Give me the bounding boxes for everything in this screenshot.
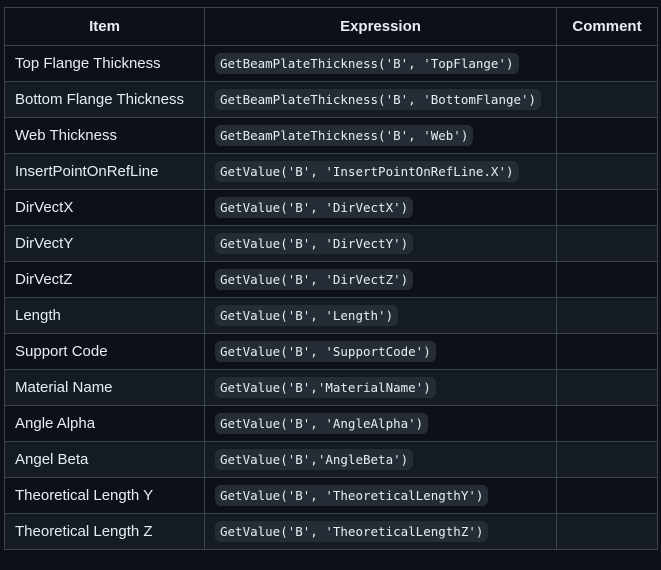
expression-code: GetValue('B', 'DirVectY') (215, 232, 414, 254)
comment-cell (556, 513, 658, 550)
expression-code: GetBeamPlateThickness('B', 'TopFlange') (215, 52, 519, 74)
comment-cell (556, 225, 658, 262)
comment-cell (556, 189, 658, 226)
table-row: Top Flange Thickness GetBeamPlateThicknes… (4, 45, 658, 82)
item-cell: Angle Alpha (4, 405, 205, 442)
item-cell: Material Name (4, 369, 205, 406)
comment-cell (556, 117, 658, 154)
expression-code: GetBeamPlateThickness('B', 'Web') (215, 124, 474, 146)
expression-cell: GetBeamPlateThickness('B', 'TopFlange') (204, 45, 557, 82)
expression-code: GetValue('B', 'SupportCode') (215, 340, 436, 362)
table-header: Item Expression Comment (4, 7, 658, 46)
comment-cell (556, 441, 658, 478)
table-row: Material Name GetValue('B','MaterialName'… (4, 369, 658, 406)
expression-code: GetValue('B', 'TheoreticalLengthZ') (215, 520, 489, 542)
item-cell: Top Flange Thickness (4, 45, 205, 82)
header-item: Item (4, 7, 205, 46)
table-row: Angel Beta GetValue('B','AngleBeta') (4, 441, 658, 478)
item-cell: Bottom Flange Thickness (4, 81, 205, 118)
expression-cell: GetBeamPlateThickness('B', 'Web') (204, 117, 557, 154)
table-row: Length GetValue('B', 'Length') (4, 297, 658, 334)
header-comment: Comment (556, 7, 658, 46)
table-row: Bottom Flange Thickness GetBeamPlateThick… (4, 81, 658, 118)
table-row: Theoretical Length Z GetValue('B', 'Theor… (4, 513, 658, 550)
item-cell: Support Code (4, 333, 205, 370)
expression-code: GetBeamPlateThickness('B', 'BottomFlange… (215, 88, 542, 110)
comment-cell (556, 45, 658, 82)
comment-cell (556, 405, 658, 442)
item-cell: Theoretical Length Y (4, 477, 205, 514)
item-cell: DirVectY (4, 225, 205, 262)
expression-table: Item Expression Comment Top Flange Thick… (4, 7, 658, 550)
header-expression: Expression (204, 7, 557, 46)
expression-cell: GetValue('B', 'TheoreticalLengthY') (204, 477, 557, 514)
item-cell: Theoretical Length Z (4, 513, 205, 550)
comment-cell (556, 81, 658, 118)
table-row: DirVectZ GetValue('B', 'DirVectZ') (4, 261, 658, 298)
item-cell: Web Thickness (4, 117, 205, 154)
comment-cell (556, 297, 658, 334)
expression-code: GetValue('B','AngleBeta') (215, 448, 414, 470)
expression-cell: GetValue('B', 'InsertPointOnRefLine.X') (204, 153, 557, 190)
expression-code: GetValue('B', 'DirVectX') (215, 196, 414, 218)
comment-cell (556, 261, 658, 298)
table-row: DirVectY GetValue('B', 'DirVectY') (4, 225, 658, 262)
expression-cell: GetValue('B', 'DirVectX') (204, 189, 557, 226)
expression-cell: GetValue('B', 'Length') (204, 297, 557, 334)
expression-cell: GetValue('B', 'TheoreticalLengthZ') (204, 513, 557, 550)
expression-cell: GetValue('B', 'DirVectY') (204, 225, 557, 262)
table-row: InsertPointOnRefLine GetValue('B', 'Inser… (4, 153, 658, 190)
expression-code: GetValue('B', 'AngleAlpha') (215, 412, 429, 434)
item-cell: DirVectX (4, 189, 205, 226)
item-cell: Angel Beta (4, 441, 205, 478)
comment-cell (556, 333, 658, 370)
expression-code: GetValue('B', 'Length') (215, 304, 399, 326)
expression-cell: GetValue('B', 'DirVectZ') (204, 261, 557, 298)
expression-cell: GetValue('B','MaterialName') (204, 369, 557, 406)
expression-code: GetValue('B','MaterialName') (215, 376, 436, 398)
table-row: Support Code GetValue('B', 'SupportCode') (4, 333, 658, 370)
item-cell: DirVectZ (4, 261, 205, 298)
table-row: Angle Alpha GetValue('B', 'AngleAlpha') (4, 405, 658, 442)
expression-cell: GetValue('B', 'SupportCode') (204, 333, 557, 370)
table-row: DirVectX GetValue('B', 'DirVectX') (4, 189, 658, 226)
comment-cell (556, 369, 658, 406)
expression-code: GetValue('B', 'DirVectZ') (215, 268, 414, 290)
item-cell: Length (4, 297, 205, 334)
expression-cell: GetValue('B', 'AngleAlpha') (204, 405, 557, 442)
header-row: Item Expression Comment (4, 7, 658, 46)
expression-code: GetValue('B', 'TheoreticalLengthY') (215, 484, 489, 506)
comment-cell (556, 153, 658, 190)
expression-code: GetValue('B', 'InsertPointOnRefLine.X') (215, 160, 519, 182)
comment-cell (556, 477, 658, 514)
item-cell: InsertPointOnRefLine (4, 153, 205, 190)
table-row: Theoretical Length Y GetValue('B', 'Theor… (4, 477, 658, 514)
table-row: Web Thickness GetBeamPlateThickness('B', … (4, 117, 658, 154)
expression-cell: GetValue('B','AngleBeta') (204, 441, 557, 478)
expression-cell: GetBeamPlateThickness('B', 'BottomFlange… (204, 81, 557, 118)
